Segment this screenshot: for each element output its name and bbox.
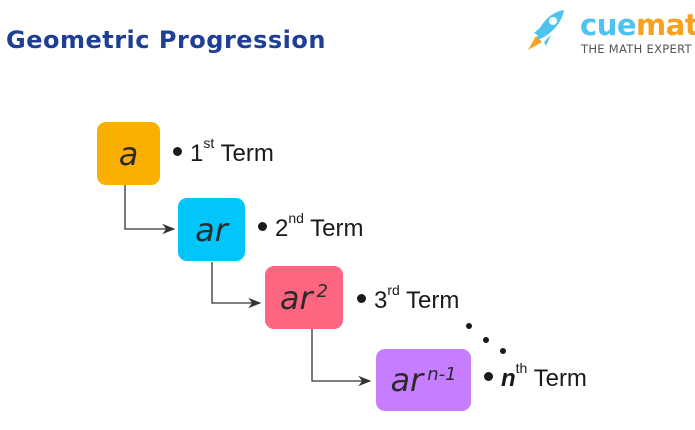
- logo-tagline: THE MATH EXPERT: [581, 42, 692, 56]
- term-label-n: nth Term: [484, 360, 587, 393]
- term-box-2: ar: [178, 198, 245, 261]
- bullet-icon: [258, 222, 267, 232]
- ellipsis-dot: [466, 323, 472, 329]
- bullet-icon: [484, 372, 493, 382]
- term-label-1: 1st Term: [173, 135, 274, 168]
- term-label-3: 3rd Term: [357, 282, 459, 315]
- bullet-icon: [357, 294, 366, 304]
- bullet-icon: [173, 147, 182, 157]
- arrow-1-to-2: [124, 185, 176, 235]
- logo-wordmark: cuemath: [580, 8, 695, 42]
- ellipsis-dot: [483, 337, 489, 343]
- page-title: Geometric Progression: [6, 26, 326, 54]
- ellipsis-dot: [500, 348, 506, 354]
- term-label-2: 2nd Term: [258, 210, 364, 243]
- rocket-icon: [528, 10, 564, 50]
- cuemath-logo: cuemath THE MATH EXPERT: [518, 6, 695, 56]
- arrow-2-to-3: [211, 262, 262, 309]
- arrow-3-to-4: [311, 329, 372, 387]
- term-box-1: a: [97, 122, 160, 185]
